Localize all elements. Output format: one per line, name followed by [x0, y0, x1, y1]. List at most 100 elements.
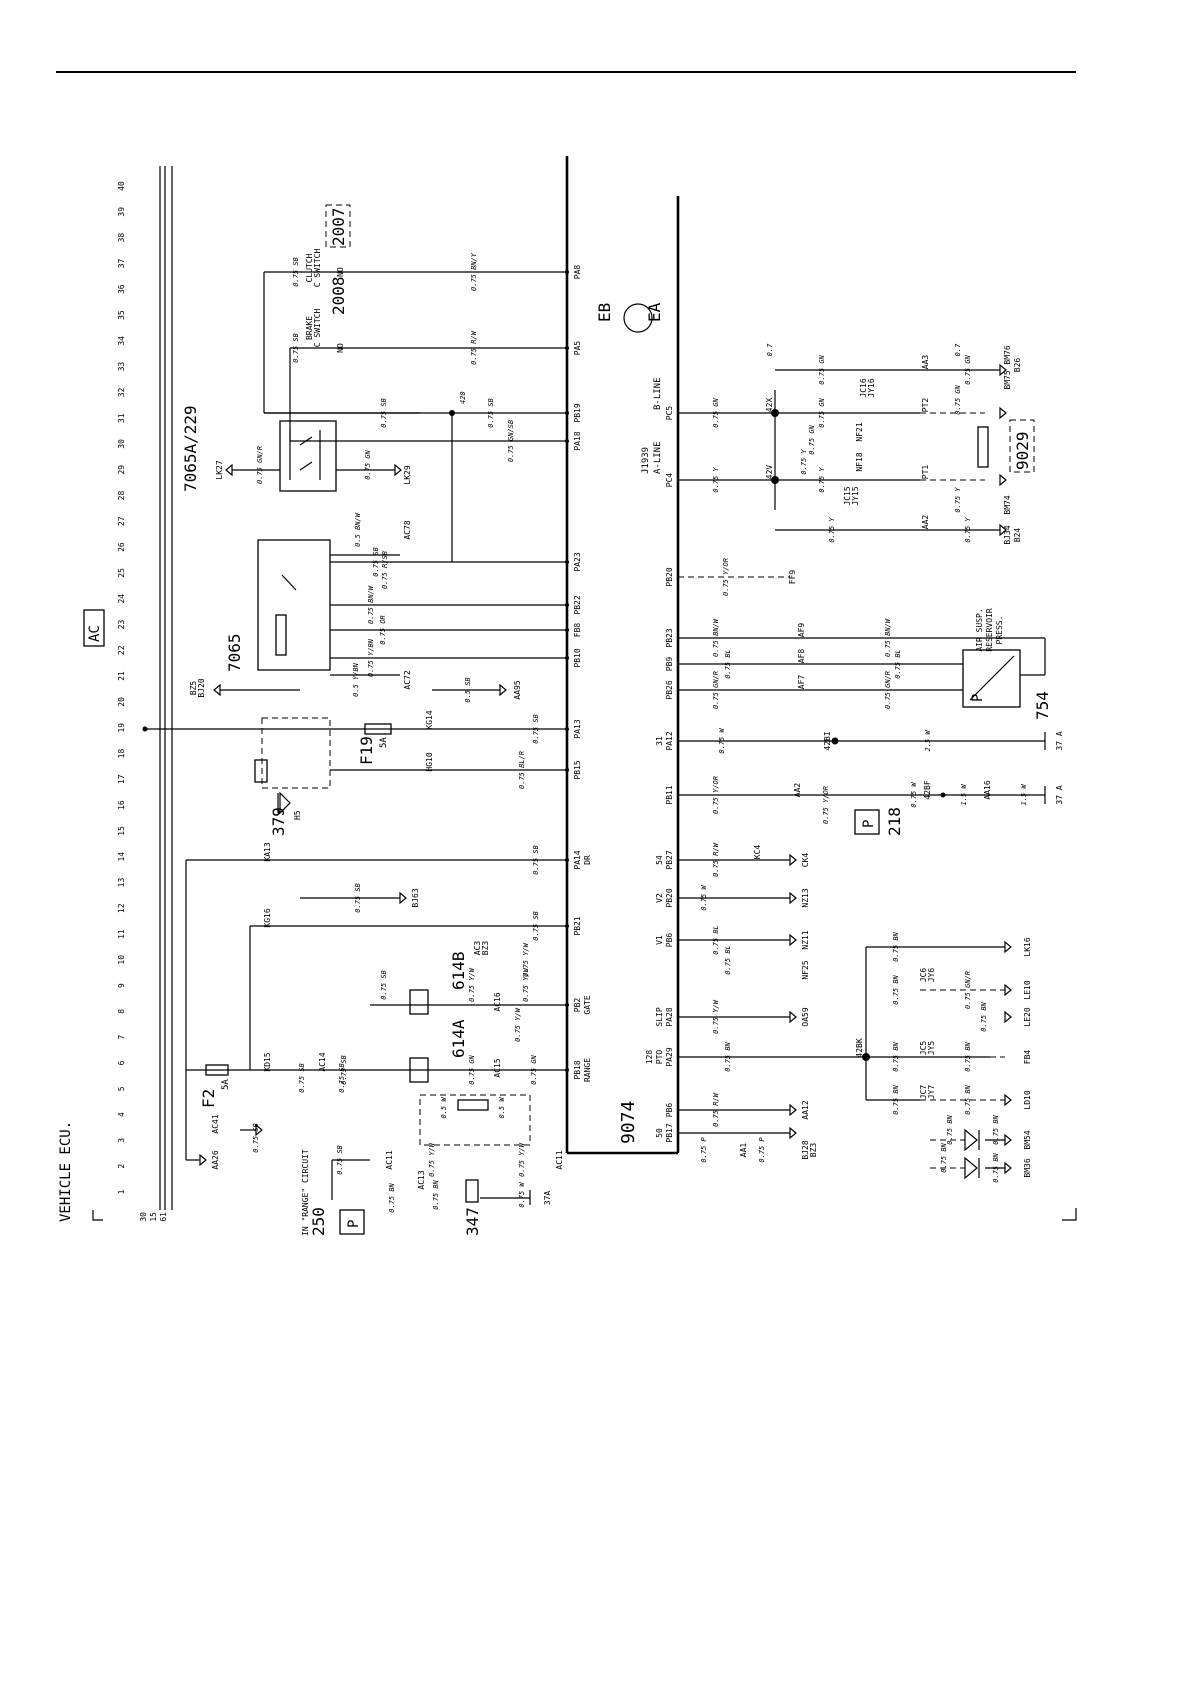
component-218-label: 218 [885, 807, 904, 836]
wire-spec-pb20: 0.75 Y/OR [722, 558, 730, 596]
grid-number: 7 [117, 1035, 126, 1040]
wire-spec-pb11-yor: 0.75 Y/OR [822, 786, 830, 824]
grid-number: 23 [117, 620, 126, 630]
connector-kg14: KG14 [425, 710, 434, 729]
rail-label-30: 30 [139, 1212, 148, 1222]
grid-number: 32 [117, 387, 126, 397]
wire-spec-42v-y: 0.75 Y [818, 467, 826, 493]
signal-31: 31 [655, 736, 664, 746]
wire-spec-le20-bn: 0.75 BN [980, 1001, 988, 1031]
component-2007-label: 2007 [329, 207, 348, 246]
connector-hg10: HG10 [425, 752, 434, 771]
pin-pb22: PB22 [573, 595, 582, 614]
connector-ac16: AC16 [493, 992, 502, 1011]
wire-spec-jc6-bn: 0.75 BN [892, 974, 900, 1004]
valve-614b [409, 989, 429, 1015]
wire-spec-ac72: 0.5 Y/BN [352, 662, 360, 697]
fuse-f19-label: F19 [357, 736, 376, 765]
grid-number: 37 [117, 258, 126, 268]
connector-ck4: CK4 [801, 853, 810, 868]
wire-spec-347-yw2: 0.75 Y/W [518, 1142, 526, 1177]
connector-bj63: BJ63 [411, 888, 420, 907]
connector-le10: LE10 [1023, 980, 1032, 999]
relay-347-coil [465, 1179, 479, 1203]
component-2008-label: 2008 [329, 276, 348, 315]
wire-spec-d-bn: 0.75 BN [946, 1114, 954, 1144]
grid-number: 3 [117, 1138, 126, 1143]
switch-250-circuit: IN "RANGE" CIRCUIT [301, 1149, 310, 1236]
grid-number: 4 [117, 1112, 126, 1117]
connector-42bi: 42BI [823, 731, 832, 750]
fuse-f19-rating: 5A [379, 737, 389, 748]
wire-spec-pb6b: 0.75 R/W [712, 1092, 720, 1127]
switch-218-box [854, 809, 880, 835]
connector-bz3b: BZ3 [809, 1143, 818, 1158]
connector-jc16: JC16 [859, 378, 868, 397]
pin-pc4: PC4 [665, 473, 674, 488]
fuse-f19 [364, 723, 392, 735]
grid-number: 8 [117, 1009, 126, 1014]
signal-54: 54 [655, 855, 664, 865]
pin-pb2: PB2 [573, 998, 582, 1013]
connector-bj20: BJ20 [197, 678, 206, 697]
connector-pt1: PT1 [921, 465, 930, 480]
bus-a-line: A-LINE [653, 441, 663, 474]
grid-number: 6 [117, 1060, 126, 1065]
wire-spec-pb27: 0.75 R/W [712, 842, 720, 877]
connector-nf21: NF21 [855, 422, 864, 441]
grid-number: 15 [117, 826, 126, 836]
signal-50: 50 [655, 1128, 664, 1138]
connector-nz11: NZ11 [801, 930, 810, 949]
wire-spec-ld10-bn: 0.75 BN [964, 1084, 972, 1114]
ecu-id-label: 9074 [618, 1101, 639, 1144]
wire-spec-pb17b: 0.75 P [758, 1137, 766, 1163]
fuse-f2-rating: 5A [221, 1079, 231, 1090]
switch-clutch-label: CLUTCH [305, 253, 314, 282]
switch-clutch-cswitch: C SWITCH [313, 249, 322, 288]
grid-number: 10 [117, 955, 126, 965]
grid-number: 34 [117, 336, 126, 346]
grid-number: 39 [117, 207, 126, 217]
switch-brake-cswitch: C SWITCH [313, 309, 322, 348]
connector-bz5: BZ5 [189, 681, 198, 696]
wire-spec-1-5w: 1.5 W [960, 784, 968, 806]
connector-kd15: KD15 [263, 1052, 272, 1071]
wire-spec-ac3: 0.75 Y/W [522, 942, 530, 977]
corner-tick-right [1062, 1208, 1077, 1221]
wire-spec-le10-gnr: 0.75 GN/R [964, 971, 972, 1009]
pin-pa23: PA23 [573, 552, 582, 571]
connector-jy5: JY5 [927, 1041, 936, 1056]
grid-number: 38 [117, 233, 126, 243]
connector-ac3: AC3 [473, 941, 482, 956]
component-7065-box [257, 539, 331, 671]
resistor-347 [457, 1099, 489, 1111]
connector-aa2: AA2 [793, 783, 802, 798]
connector-ac-box [83, 609, 105, 647]
connector-ac-label: AC [87, 625, 103, 642]
wire-spec-42v-y2: 0.75 Y [828, 517, 836, 543]
wire-spec-pa29: 0.75 BN [724, 1041, 732, 1071]
wire-spec-42x-gn: 0.75 GN [818, 354, 826, 384]
wire-spec-614b: 0.75 SB [380, 970, 388, 1000]
pin-pa29: PA29 [665, 1047, 674, 1066]
connector-kg16: KG16 [263, 908, 272, 927]
grid-number: 36 [117, 284, 126, 294]
relay-379-coil [254, 759, 268, 783]
switch-250-p: P [346, 1220, 362, 1228]
pin-pb11: PB11 [665, 785, 674, 804]
wire-spec-bm54-bn: 0.75 BN [992, 1114, 1000, 1144]
connector-b24: B24 [1013, 528, 1022, 543]
wire-spec-250-bn: 0.75 BN [388, 1182, 396, 1212]
pin-pb20b: PB20 [665, 888, 674, 907]
grid-number: 30 [117, 439, 126, 449]
diode-bm36 [964, 1156, 980, 1180]
component-250-label: 250 [309, 1207, 328, 1236]
component-379-label: 379 [269, 807, 288, 836]
grid-number: 35 [117, 310, 126, 320]
wire-spec-pb6-nf25: 0.75 BL [724, 945, 732, 975]
wire-spec-lk16-bn: 0.75 BN [892, 931, 900, 961]
wire-spec-pb26: 0.75 GN/R [712, 671, 720, 709]
wire-spec-1-5w-b: 1.5 W [1020, 784, 1028, 806]
